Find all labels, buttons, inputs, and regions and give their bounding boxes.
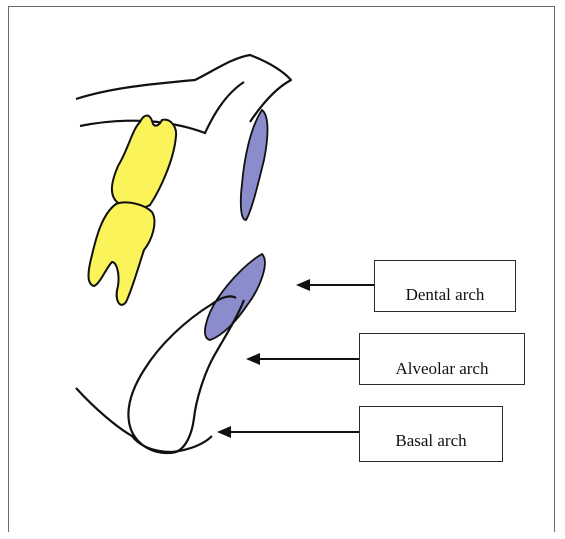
dental-arch-label: Dental arch xyxy=(374,260,516,312)
arrow-alveolar xyxy=(246,353,359,365)
basal-arch-label: Basal arch xyxy=(359,406,503,462)
arrow-dental xyxy=(296,279,374,291)
upper-molar-tooth xyxy=(112,116,176,208)
arrow-basal xyxy=(217,426,359,438)
basal-outline xyxy=(76,388,212,452)
upper-jaw-outline xyxy=(76,55,291,122)
upper-arch-section xyxy=(241,110,268,220)
lower-molar-tooth xyxy=(89,202,155,304)
alveolar-arch-label: Alveolar arch xyxy=(359,333,525,385)
